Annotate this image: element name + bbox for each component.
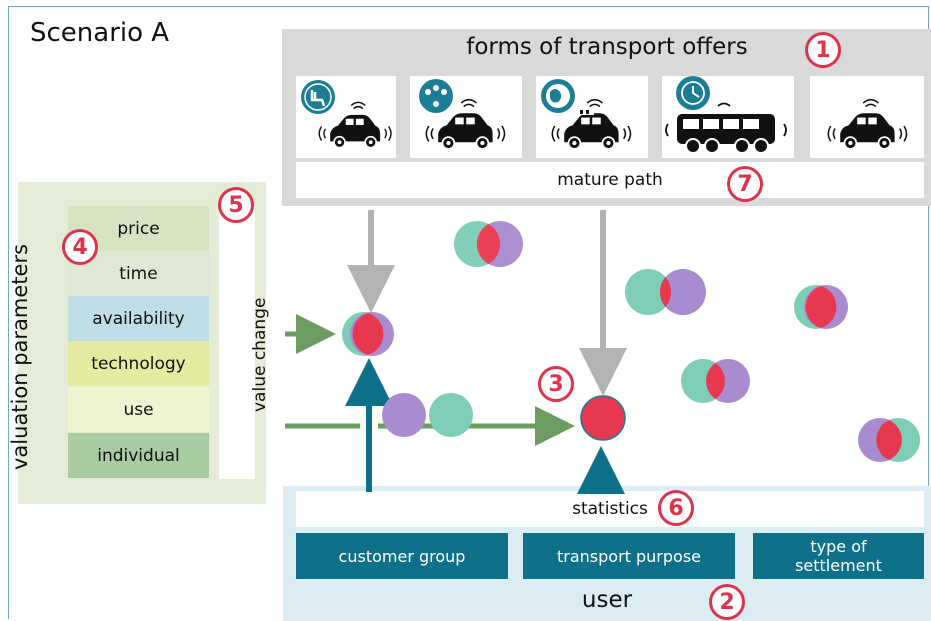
param-availability: availability bbox=[68, 296, 209, 341]
overlap-circles-4 bbox=[681, 359, 750, 403]
people-sharing-icon bbox=[419, 79, 453, 113]
customer-group-block: customer group bbox=[296, 533, 508, 579]
badge-4: 4 bbox=[62, 229, 98, 265]
statistics-bar: statistics bbox=[296, 491, 924, 527]
diagram-frame bbox=[8, 6, 929, 619]
overlap-circles-1 bbox=[454, 221, 523, 267]
badge-6: 6 bbox=[658, 490, 694, 526]
clock-icon bbox=[676, 76, 710, 110]
overlap-circles-5 bbox=[858, 418, 920, 462]
badge-7: 7 bbox=[727, 166, 763, 202]
param-use: use bbox=[68, 387, 209, 432]
globe-icon bbox=[541, 79, 575, 113]
param-technology: technology bbox=[68, 341, 209, 386]
value-change-box bbox=[219, 207, 255, 479]
badge-5: 5 bbox=[218, 187, 254, 223]
overlap-circles-2 bbox=[625, 269, 706, 315]
seat-icon bbox=[301, 80, 335, 114]
separated-circles bbox=[382, 393, 473, 437]
badge-1: 1 bbox=[805, 32, 841, 68]
small-car-icon bbox=[318, 101, 392, 149]
statistics-label: statistics bbox=[572, 499, 648, 519]
scenario-title: Scenario A bbox=[30, 18, 170, 48]
taxi-icon bbox=[551, 98, 632, 150]
car-icon-5 bbox=[827, 98, 908, 150]
merged-circle-center bbox=[580, 395, 626, 441]
overlap-circles-merged-left bbox=[342, 312, 394, 356]
transport-offers-title: forms of transport offers bbox=[466, 34, 748, 60]
param-individual: individual bbox=[68, 433, 209, 478]
type-of-settlement-block: type of settlement bbox=[753, 533, 924, 579]
mature-path-label: mature path bbox=[557, 170, 663, 190]
overlap-circles-3 bbox=[794, 285, 848, 329]
badge-2: 2 bbox=[709, 584, 745, 620]
badge-3: 3 bbox=[538, 366, 574, 402]
user-title: user bbox=[581, 587, 633, 613]
mature-path-bar: mature path bbox=[296, 162, 924, 198]
bus-icon bbox=[665, 102, 787, 154]
transport-purpose-block: transport purpose bbox=[523, 533, 735, 579]
